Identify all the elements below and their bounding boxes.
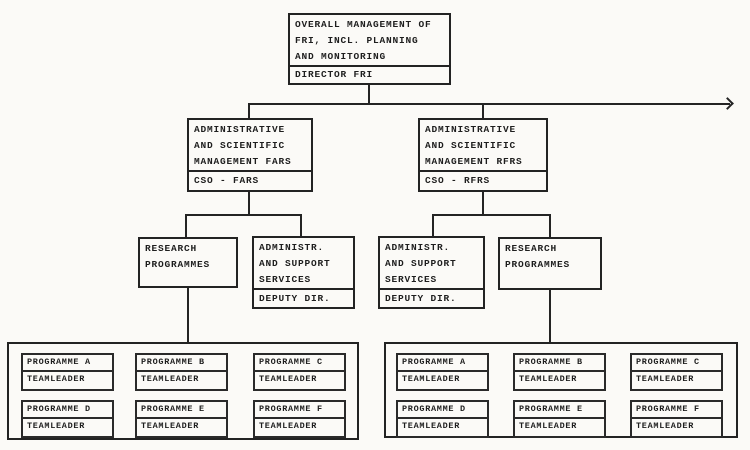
box-research-programmes-rfrs: RESEARCH PROGRAMMES	[498, 237, 602, 290]
programme-box-rfrs-c: PROGRAMME C TEAMLEADER	[630, 353, 723, 391]
text-line: MANAGEMENT RFRS	[425, 156, 523, 167]
programme-box-fars-a: PROGRAMME A TEAMLEADER	[21, 353, 114, 391]
role-deputy-dir-fars: DEPUTY DIR.	[254, 288, 353, 307]
programme-role: TEAMLEADER	[402, 374, 461, 384]
box-management-rfrs: ADMINISTRATIVE AND SCIENTIFIC MANAGEMENT…	[418, 118, 548, 192]
text-line: AND SUPPORT	[385, 258, 457, 269]
programme-role: TEAMLEADER	[636, 421, 695, 431]
connector-programmes-fars-drop	[187, 287, 189, 343]
box-research-programmes-fars: RESEARCH PROGRAMMES	[138, 237, 238, 288]
programme-box-fars-d: PROGRAMME D TEAMLEADER	[21, 400, 114, 438]
programme-box-fars-e: PROGRAMME E TEAMLEADER	[135, 400, 228, 438]
text-line: MANAGEMENT FARS	[194, 156, 292, 167]
programme-box-fars-f: PROGRAMME F TEAMLEADER	[253, 400, 346, 438]
box-text: ADMINISTRATIVE AND SCIENTIFIC MANAGEMENT…	[420, 120, 546, 170]
box-text: ADMINISTRATIVE AND SCIENTIFIC MANAGEMENT…	[189, 120, 311, 170]
programme-title: PROGRAMME D	[398, 402, 487, 419]
text-line: RESEARCH	[505, 243, 558, 254]
text-line: SERVICES	[385, 274, 438, 285]
box-text: RESEARCH PROGRAMMES	[500, 239, 600, 288]
programme-title: PROGRAMME E	[137, 402, 226, 419]
programme-title: PROGRAMME B	[515, 355, 604, 372]
programme-title: PROGRAMME F	[255, 402, 344, 419]
programme-title: PROGRAMME B	[137, 355, 226, 372]
programme-box-rfrs-d: PROGRAMME D TEAMLEADER	[396, 400, 489, 438]
text-line: ADMINISTRATIVE	[425, 124, 517, 135]
programme-box-rfrs-e: PROGRAMME E TEAMLEADER	[513, 400, 606, 438]
programme-role: TEAMLEADER	[27, 421, 86, 431]
programme-box-rfrs-a: PROGRAMME A TEAMLEADER	[396, 353, 489, 391]
box-text: ADMINISTR. AND SUPPORT SERVICES	[380, 238, 483, 288]
programme-box-fars-c: PROGRAMME C TEAMLEADER	[253, 353, 346, 391]
connector-admin-rfrs-drop	[432, 214, 434, 237]
programme-role: TEAMLEADER	[259, 421, 318, 431]
programme-title: PROGRAMME C	[255, 355, 344, 372]
text-line: FRI, INCL. PLANNING	[295, 35, 419, 46]
programme-title: PROGRAMME A	[398, 355, 487, 372]
text-line: ADMINISTRATIVE	[194, 124, 286, 135]
connector-root-drop	[368, 85, 370, 105]
programme-title: PROGRAMME E	[515, 402, 604, 419]
programme-box-fars-b: PROGRAMME B TEAMLEADER	[135, 353, 228, 391]
connector-rfrs-horizontal	[432, 214, 551, 216]
programme-box-rfrs-b: PROGRAMME B TEAMLEADER	[513, 353, 606, 391]
programme-role: TEAMLEADER	[636, 374, 695, 384]
text-line: AND SCIENTIFIC	[425, 140, 517, 151]
connector-research-fars-drop	[185, 214, 187, 238]
programme-role: TEAMLEADER	[141, 421, 200, 431]
programme-title: PROGRAMME A	[23, 355, 112, 372]
text-line: AND SUPPORT	[259, 258, 331, 269]
programmes-container-rfrs: PROGRAMME A TEAMLEADER PROGRAMME B TEAML…	[384, 342, 738, 438]
programme-title: PROGRAMME C	[632, 355, 721, 372]
connector-admin-fars-drop	[300, 214, 302, 237]
programme-role: TEAMLEADER	[259, 374, 318, 384]
text-line: ADMINISTR.	[385, 242, 451, 253]
box-admin-support-rfrs: ADMINISTR. AND SUPPORT SERVICES DEPUTY D…	[378, 236, 485, 309]
programme-role: TEAMLEADER	[27, 374, 86, 384]
text-line: AND SCIENTIFIC	[194, 140, 286, 151]
connector-rfrs-drop	[482, 104, 484, 119]
role-deputy-dir-rfrs: DEPUTY DIR.	[380, 288, 483, 307]
connector-fars-drop	[248, 104, 250, 119]
connector-fars-down	[248, 191, 250, 215]
programme-role: TEAMLEADER	[519, 421, 578, 431]
programme-role: TEAMLEADER	[141, 374, 200, 384]
connector-rfrs-down	[482, 191, 484, 215]
programme-title: PROGRAMME F	[632, 402, 721, 419]
box-text: OVERALL MANAGEMENT OF FRI, INCL. PLANNIN…	[290, 15, 449, 65]
text-line: SERVICES	[259, 274, 312, 285]
box-admin-support-fars: ADMINISTR. AND SUPPORT SERVICES DEPUTY D…	[252, 236, 355, 309]
programme-role: TEAMLEADER	[402, 421, 461, 431]
box-text: RESEARCH PROGRAMMES	[140, 239, 236, 286]
box-overall-management: OVERALL MANAGEMENT OF FRI, INCL. PLANNIN…	[288, 13, 451, 85]
connector-top-horizontal	[248, 103, 730, 105]
text-line: AND MONITORING	[295, 51, 387, 62]
text-line: ADMINISTR.	[259, 242, 325, 253]
text-line: OVERALL MANAGEMENT OF	[295, 19, 432, 30]
programmes-container-fars: PROGRAMME A TEAMLEADER PROGRAMME B TEAML…	[7, 342, 359, 440]
connector-research-rfrs-drop	[549, 214, 551, 238]
text-line: PROGRAMMES	[505, 259, 571, 270]
text-line: PROGRAMMES	[145, 259, 211, 270]
arrow-right-icon	[721, 97, 734, 110]
role-cso-rfrs: CSO - RFRS	[420, 170, 546, 190]
programme-role: TEAMLEADER	[519, 374, 578, 384]
programme-title: PROGRAMME D	[23, 402, 112, 419]
connector-programmes-rfrs-drop	[549, 289, 551, 343]
programme-box-rfrs-f: PROGRAMME F TEAMLEADER	[630, 400, 723, 438]
box-management-fars: ADMINISTRATIVE AND SCIENTIFIC MANAGEMENT…	[187, 118, 313, 192]
box-text: ADMINISTR. AND SUPPORT SERVICES	[254, 238, 353, 288]
connector-fars-horizontal	[185, 214, 302, 216]
role-director-fri: DIRECTOR FRI	[290, 65, 449, 83]
text-line: RESEARCH	[145, 243, 198, 254]
role-cso-fars: CSO - FARS	[189, 170, 311, 190]
